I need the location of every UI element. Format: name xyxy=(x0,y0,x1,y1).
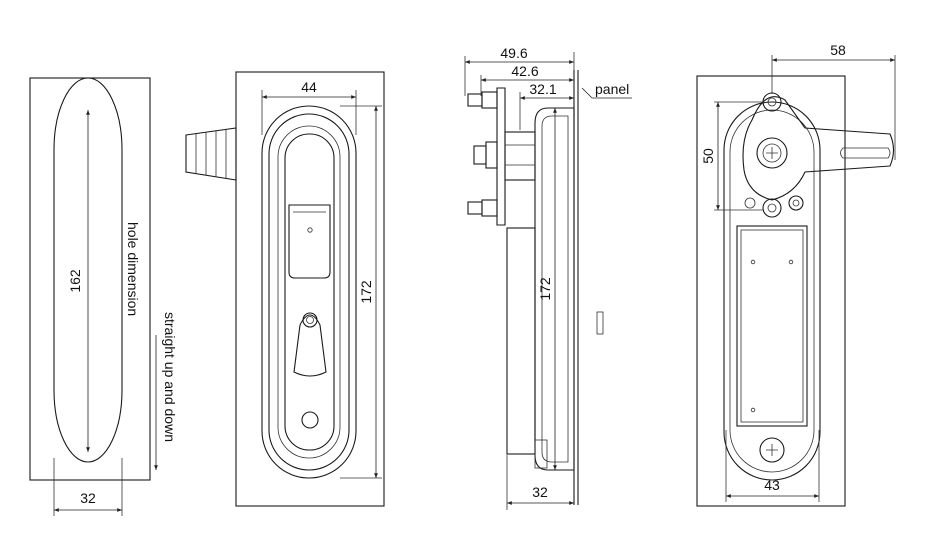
hole-cutout xyxy=(53,77,123,463)
side-housing xyxy=(506,227,536,455)
side-dim1-label: 49.6 xyxy=(500,45,527,61)
front-escutcheon-outer xyxy=(261,105,357,479)
front-rivet xyxy=(301,411,319,429)
front-view: 44 172 xyxy=(185,71,385,507)
side-stud-bottom xyxy=(467,201,483,215)
front-width-label: 44 xyxy=(301,79,317,95)
center-screw-icon xyxy=(756,137,788,169)
straight-up-down-note: straight up and down xyxy=(162,312,178,442)
front-grip-pad xyxy=(288,204,331,279)
side-bottom-label: 32 xyxy=(532,484,548,500)
bottom-screw-icon xyxy=(759,437,785,463)
side-stud-middle xyxy=(473,145,487,165)
front-key-cover xyxy=(293,314,327,377)
arm-length-label: 58 xyxy=(830,42,846,58)
side-height-label: 172 xyxy=(537,277,553,301)
back-width-label: 43 xyxy=(764,477,780,493)
back-housing xyxy=(736,225,808,427)
hole-dimension-note: hole dimension xyxy=(125,222,141,316)
back-view: 58 50 43 xyxy=(696,42,896,507)
back-escutcheon-outer xyxy=(723,101,821,481)
front-panel-outline xyxy=(235,71,385,507)
side-pin-right xyxy=(788,195,804,211)
side-stud-top xyxy=(467,93,483,107)
panel-leader xyxy=(581,87,593,99)
cam-arm-slot xyxy=(840,147,891,159)
front-grip-hole xyxy=(307,227,313,233)
side-dim2-label: 42.6 xyxy=(511,63,538,79)
hole-width-label: 32 xyxy=(80,490,96,506)
side-cam-block xyxy=(504,131,536,181)
front-handle-plate xyxy=(284,133,335,451)
cam-arm xyxy=(742,96,895,201)
lower-pin xyxy=(762,198,782,218)
side-dim3-label: 32.1 xyxy=(529,81,556,97)
hole-view: 162 hole dimension straight up and down … xyxy=(29,77,178,516)
side-handle-stub xyxy=(185,127,237,181)
panel-label: panel xyxy=(595,81,629,97)
side-view: 49.6 42.6 32.1 panel 172 32 xyxy=(464,45,632,510)
hole-height-label: 162 xyxy=(67,269,83,293)
front-escutcheon-inner xyxy=(268,113,350,471)
back-panel-outline xyxy=(696,75,846,507)
side-bracket xyxy=(496,87,506,226)
front-height-label: 172 xyxy=(358,280,374,304)
pivot-dimension-label: 50 xyxy=(700,148,716,164)
front-recess xyxy=(277,125,341,459)
keyhole-icon xyxy=(302,312,318,328)
